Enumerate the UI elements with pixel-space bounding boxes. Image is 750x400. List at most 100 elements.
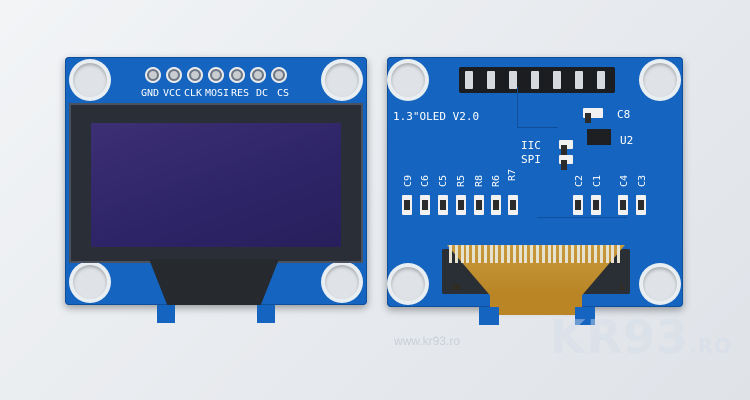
iic-label: IIC xyxy=(521,139,541,152)
fpc-contact xyxy=(518,245,522,263)
flex-ribbon xyxy=(149,259,279,305)
fpc-contact xyxy=(472,245,476,263)
watermark-logo: KR93.RO xyxy=(550,310,732,364)
smd-component xyxy=(591,195,601,215)
jumper-pad xyxy=(559,155,573,170)
fpc-pin-30: 30 xyxy=(451,283,461,292)
fpc-contact xyxy=(460,245,464,263)
smd-component xyxy=(438,195,448,215)
pin-label-gnd: GND xyxy=(141,88,160,99)
board-tab xyxy=(257,305,275,323)
smd-component xyxy=(456,195,466,215)
board-tab xyxy=(157,305,175,323)
pin-label-mosi: MOSI xyxy=(205,88,230,99)
fpc-contact xyxy=(553,245,557,263)
label-r6: R6 xyxy=(491,175,502,188)
fpc-contact xyxy=(524,245,528,263)
watermark-tld: .RO xyxy=(689,334,732,358)
fpc-contact xyxy=(547,245,551,263)
fpc-ribbon-tail xyxy=(490,289,582,315)
fpc-contact xyxy=(454,245,458,263)
fpc-contact xyxy=(483,245,487,263)
pin-label-cs: CS xyxy=(277,88,290,99)
mounting-hole xyxy=(325,63,359,97)
fpc-contact xyxy=(565,245,568,263)
header-pad xyxy=(187,67,203,83)
model-label: 1.3"OLED V2.0 xyxy=(393,110,480,123)
label-c1: C1 xyxy=(592,175,603,188)
label-r5: R5 xyxy=(456,175,467,188)
board-tab xyxy=(479,307,499,325)
smd-component xyxy=(618,195,628,215)
pcb-trace xyxy=(517,87,558,128)
fpc-pin-1: 1 xyxy=(619,283,624,292)
pin-label-dc: DC xyxy=(256,88,269,99)
fpc-contact xyxy=(559,245,563,263)
fpc-contact xyxy=(501,245,505,263)
smd-component xyxy=(573,195,583,215)
spi-label: SPI xyxy=(521,153,541,166)
fpc-contact xyxy=(495,245,499,263)
header-pad xyxy=(208,67,224,83)
smd-component xyxy=(402,195,412,215)
u2-label: U2 xyxy=(620,134,634,147)
smd-component xyxy=(508,195,518,215)
label-c2: C2 xyxy=(574,175,585,188)
fpc-contact xyxy=(541,245,545,263)
label-c9: C9 xyxy=(403,175,414,188)
fpc-contact xyxy=(512,245,516,263)
fpc-contact xyxy=(489,245,493,263)
fpc-contact xyxy=(605,245,609,263)
header-pad xyxy=(229,67,245,83)
pin-label-clk: CLK xyxy=(184,88,203,99)
watermark-url: www.kr93.ro xyxy=(393,334,460,348)
header-pad xyxy=(166,67,182,83)
fpc-contact xyxy=(611,245,615,263)
mounting-hole xyxy=(643,267,677,301)
pin-label-vcc: VCC xyxy=(163,88,182,99)
pin-header xyxy=(459,67,615,93)
mounting-hole xyxy=(73,265,107,299)
fpc-contact xyxy=(582,245,586,263)
fpc-contact xyxy=(530,245,534,263)
cap-c8 xyxy=(583,108,603,123)
smd-component xyxy=(636,195,646,215)
label-c6: C6 xyxy=(420,175,431,188)
label-r8: R8 xyxy=(474,175,485,188)
header-pad xyxy=(145,67,161,83)
fpc-contact xyxy=(478,245,481,263)
board-tab xyxy=(575,307,595,325)
fpc-contact xyxy=(466,245,470,263)
oled-glass-panel xyxy=(69,103,363,263)
header-pad xyxy=(250,67,266,83)
fpc-contact xyxy=(449,245,452,263)
fpc-contact xyxy=(507,245,510,263)
label-c4: C4 xyxy=(619,175,630,188)
fpc-contact xyxy=(617,245,621,263)
pin-label-res: RES xyxy=(231,88,250,99)
smd-component xyxy=(420,195,430,215)
mounting-hole xyxy=(391,267,425,301)
pcb-trace xyxy=(537,217,627,238)
oled-module-back: 1.3"OLED V2.0 IIC SPI U2 C8 C9 C6 C5 R5 … xyxy=(387,57,683,325)
c8-label: C8 xyxy=(617,108,631,121)
header-pad xyxy=(271,67,287,83)
fpc-contact xyxy=(594,245,597,263)
oled-active-area xyxy=(91,123,341,247)
mounting-hole xyxy=(325,265,359,299)
jumper-pad xyxy=(559,140,573,155)
fpc-contact xyxy=(576,245,580,263)
mounting-hole xyxy=(391,63,425,97)
oled-module-front: GND VCC CLK MOSI RES DC CS xyxy=(65,57,367,323)
fpc-contact xyxy=(570,245,574,263)
mounting-hole xyxy=(73,63,107,97)
label-r7: R7 xyxy=(507,169,518,182)
label-c5: C5 xyxy=(438,175,449,188)
fpc-contact xyxy=(536,245,539,263)
fpc-contact xyxy=(588,245,592,263)
watermark-brand: KR93 xyxy=(549,310,689,364)
mounting-hole xyxy=(643,63,677,97)
fpc-contact xyxy=(599,245,603,263)
regulator-u2 xyxy=(587,129,611,145)
smd-component xyxy=(491,195,501,215)
